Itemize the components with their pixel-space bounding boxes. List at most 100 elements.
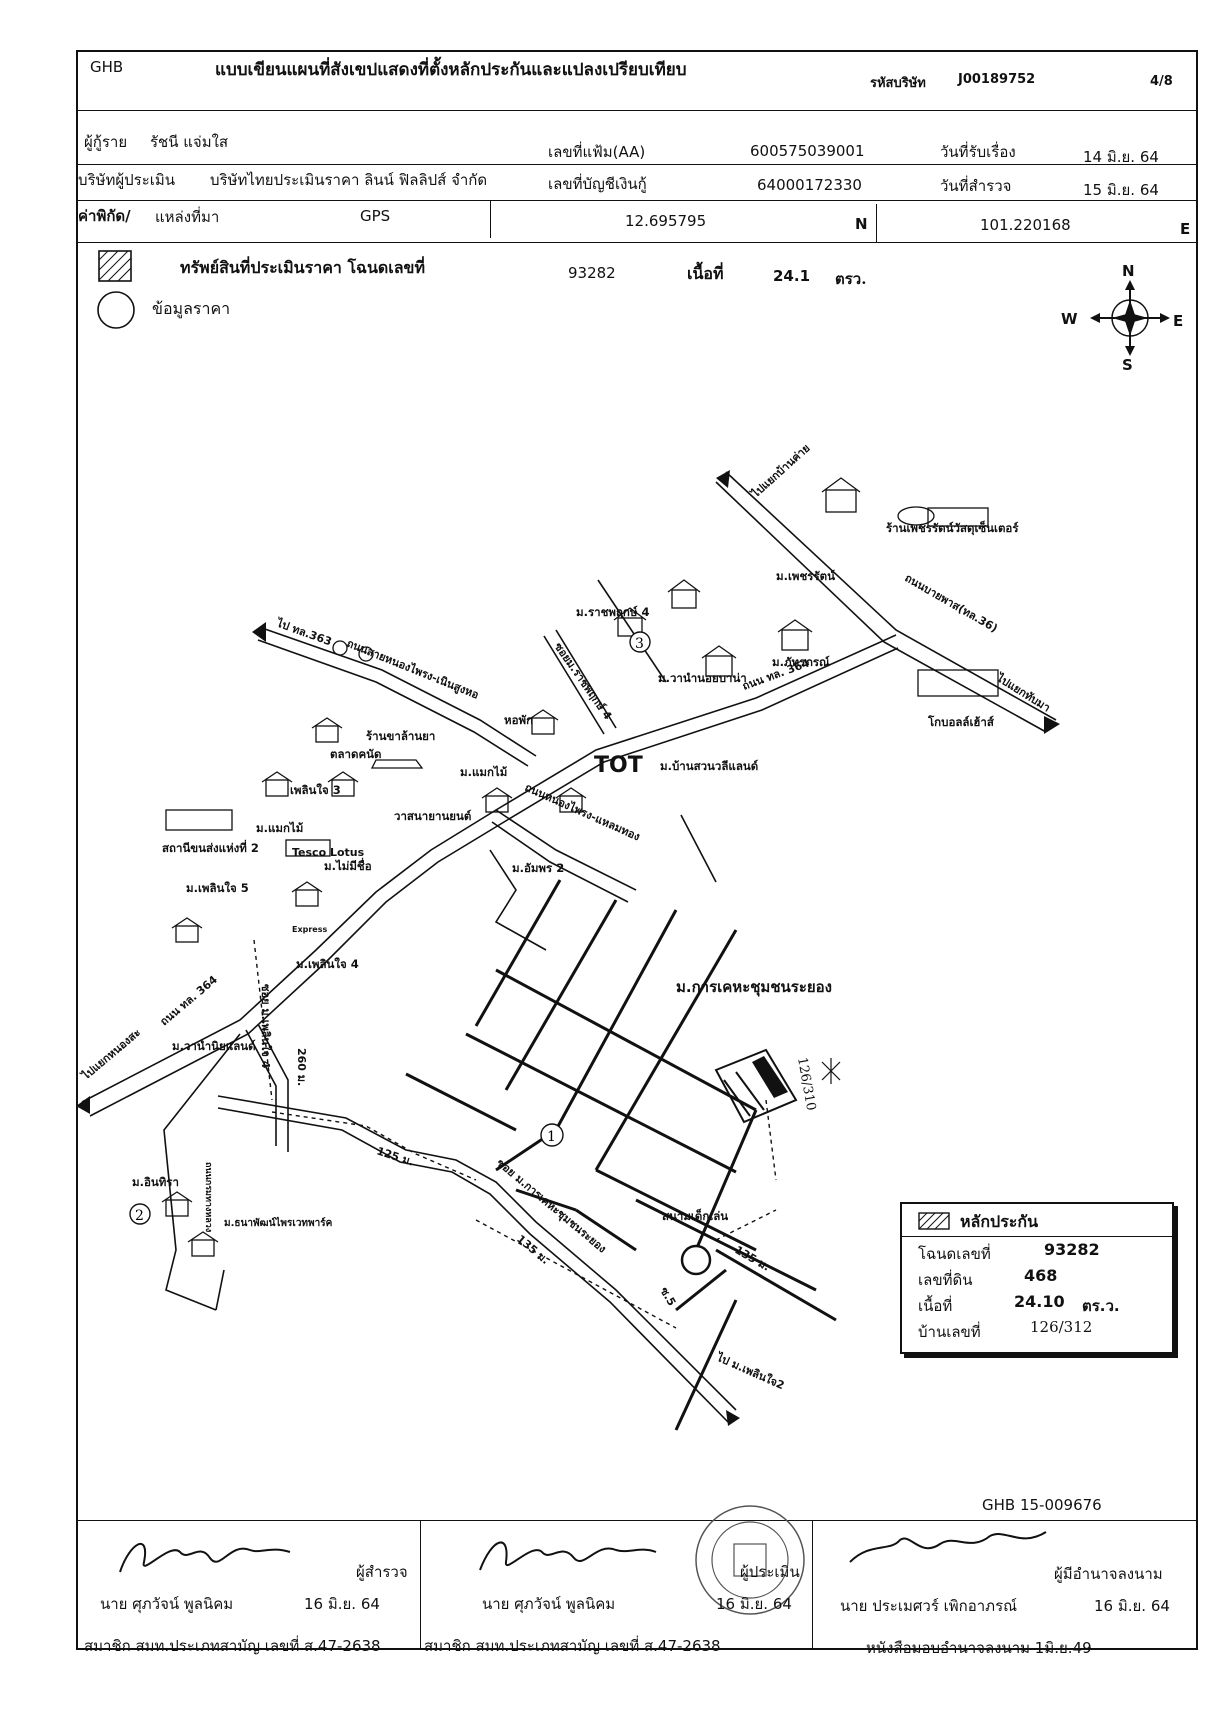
label-market: ตลาดคนัด	[330, 747, 381, 761]
compass-north: N	[1122, 262, 1135, 280]
road-nong-phrong-laem-thong	[491, 809, 637, 903]
label-shop-tree: ร้านขาล้านยา	[366, 729, 435, 743]
price-legend-label: ข้อมูลราคา	[152, 299, 231, 318]
label-bypass-road: ถนนบายพาส(ทล.36)	[903, 571, 1000, 635]
page-number: 4/8	[1150, 74, 1173, 89]
label-lotus-shop: โกบอลล์เฮ้าส์	[927, 714, 995, 729]
coords-source: GPS	[360, 207, 391, 225]
longitude: 101.220168	[980, 216, 1071, 234]
signer-role: ผู้มีอำนาจลงนาม	[1054, 1565, 1163, 1583]
company-seal-icon	[695, 1505, 805, 1615]
collateral-land-no: 468	[1024, 1266, 1058, 1285]
svg-text:1: 1	[547, 1129, 556, 1145]
coords-divider	[76, 242, 1198, 243]
footer-divider	[76, 1520, 1198, 1521]
label-playground: สนามเด็กเล่น	[662, 1208, 728, 1223]
label-road-nong-phrong: ถนนสายหนองไพรง-เนินสูงหอ	[345, 636, 481, 703]
local-road-to-inthira	[163, 1033, 241, 1311]
label-m-maekmai-mid: ม.แมกไม้	[460, 765, 507, 779]
label-soi5: ซ.5	[657, 1285, 678, 1308]
received-label: วันที่รับเรื่อง	[940, 143, 1016, 161]
hatched-square-icon	[98, 250, 132, 282]
appraiser-name: นาย ศุภวัจน์ พูลนิคม	[482, 1595, 616, 1613]
latitude: 12.695795	[625, 212, 707, 230]
signer-signature-icon	[849, 1531, 1047, 1563]
property-deed-no: 93282	[568, 264, 616, 282]
coords-sep-1	[490, 200, 491, 238]
label-dist-260: 260 ม.	[295, 1048, 308, 1086]
info-divider-2	[76, 200, 1198, 201]
area-label: เนื้อที่	[687, 264, 724, 283]
latitude-dir: N	[855, 215, 868, 233]
soi-phoenjai-4	[245, 1023, 289, 1152]
label-m-phetcharat: ม.เพชรรัตน์	[776, 569, 835, 583]
label-road-nongphrong2: ถนนหนองไพรง-แหลมทอง	[523, 780, 643, 843]
compass-east: E	[1173, 312, 1184, 330]
karakhe-grid	[405, 879, 837, 1431]
file-no-label: เลขที่แฟ้ม(AA)	[548, 143, 646, 161]
collateral-area: 24.10	[1014, 1292, 1065, 1311]
collateral-divider	[902, 1236, 1172, 1237]
area-value: 24.1	[773, 267, 811, 285]
collateral-house-no: 126/312	[1030, 1318, 1093, 1336]
appraiser-role: ผู้ประเมิน	[740, 1563, 800, 1581]
marker-2: 2	[129, 1203, 151, 1225]
company-code: J00189752	[958, 72, 1036, 87]
soi-maekmai-branch	[489, 849, 547, 951]
compass-west: W	[1061, 310, 1078, 328]
label-road-local: ถนนกรมทางหลวง	[203, 1162, 213, 1232]
collateral-land-no-label: เลขที่ดิน	[918, 1271, 973, 1289]
appraiser-company-label: บริษัทผู้ประเมิน	[78, 171, 176, 189]
marker-3: 3	[629, 631, 651, 653]
label-gem-shop: ร้านเพชรรัตน์วัสดุเซ็นเตอร์	[886, 520, 1019, 536]
reference-number: GHB 15-009676	[982, 1496, 1102, 1514]
label-m-mai-mi-chue: ม.ไม่มีชื่อ	[324, 857, 372, 873]
appraiser-date: 16 มิ.ย. 64	[716, 1595, 792, 1613]
borrower-name: รัชนี แจ่มใส	[150, 133, 229, 151]
area-unit: ตรว.	[835, 270, 867, 288]
footer-sep-1	[420, 1520, 421, 1650]
label-to-phoenjai2: ไป ม.เพลินใจ2	[713, 1349, 787, 1392]
label-m-pattana: ม.ธนาพัฒน์ไพรเวทพาร์ค	[224, 1216, 333, 1229]
compass-south: S	[1122, 356, 1133, 374]
hatched-swatch-icon	[918, 1212, 950, 1230]
collateral-title: หลักประกัน	[960, 1212, 1039, 1231]
label-m-ratchaphruek4: ม.ราชพฤกษ์ 4	[576, 605, 649, 619]
label-soi-ratchaphruek: ซอยม.ราชพฤกษ์ 4	[552, 640, 615, 722]
label-soi-karakhe: ซอย ม.การเคหะชุมชนระยอง	[493, 1156, 608, 1256]
coords-label: ค่าพิกัด/	[78, 207, 131, 225]
signer-note: หนังสือมอบอำนาจลงนาม 1มิ.ย.49	[866, 1639, 1092, 1657]
road-end-arrows	[76, 470, 1060, 1426]
label-house-handwritten: 126/310	[794, 1056, 818, 1112]
signer-date: 16 มิ.ย. 64	[1094, 1597, 1170, 1615]
bypass-road-36	[715, 471, 1057, 733]
label-m-phattharaporn: ม.ภัทรภรณ์	[772, 655, 830, 669]
signer-name: นาย ประเมศวร์ เพิกอาภรณ์	[840, 1597, 1018, 1615]
subject-plot	[714, 1048, 798, 1124]
surveyor-name: นาย ศุภวัจน์ พูลนิคม	[100, 1595, 234, 1613]
label-m-phoenjai4: ม.เพลินใจ 4	[296, 957, 359, 971]
label-m-wanawan2: ม.วานำนิยแลนด์	[172, 1039, 256, 1053]
loan-account: 64000172330	[757, 176, 862, 194]
collateral-deed-label: โฉนดเลขที่	[918, 1245, 991, 1263]
circle-icon	[97, 291, 135, 329]
loan-account-label: เลขที่บัญชีเงินกู้	[548, 175, 647, 193]
label-tesco-sub: Express	[292, 925, 327, 934]
label-dorm: หอพัก	[504, 713, 533, 727]
route-dashed	[253, 939, 777, 1329]
label-m-ban-suan: ม.บ้านสวนวลีแลนด์	[660, 759, 758, 773]
svg-text:3: 3	[635, 636, 644, 652]
surveyor-role: ผู้สำรวจ	[356, 1563, 408, 1581]
highway-364	[81, 634, 899, 1117]
bank-code: GHB	[90, 58, 124, 76]
road-to-363	[257, 627, 537, 767]
borrower-label: ผู้กู้ราย	[84, 133, 128, 151]
label-gas-station: สถานีขนส่งแห่งที่ 2	[162, 839, 259, 855]
collateral-area-unit: ตร.ว.	[1082, 1297, 1120, 1315]
coords-sep-2	[876, 204, 877, 242]
page-frame	[76, 50, 1198, 1650]
label-dist-125: 125 ม.	[375, 1144, 415, 1168]
svg-text:2: 2	[135, 1208, 144, 1224]
label-m-aemphon2: ม.อัมพร 2	[512, 861, 564, 875]
soi-ratchaphruek-4	[543, 579, 717, 883]
